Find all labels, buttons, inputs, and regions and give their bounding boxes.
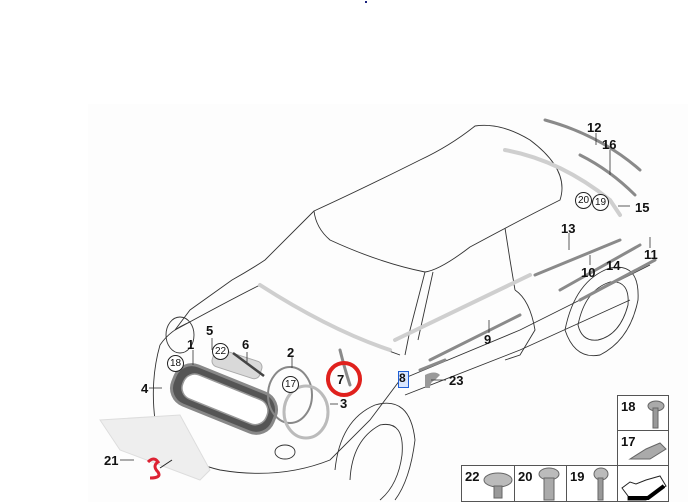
screw-icon	[593, 467, 609, 501]
highlight-box-8	[398, 371, 409, 388]
callout-23[interactable]: 23	[449, 373, 464, 388]
callout-21[interactable]: 21	[104, 453, 119, 468]
callout-12[interactable]: 12	[587, 120, 602, 135]
callout-8[interactable]: 8	[399, 371, 406, 385]
callout-2[interactable]: 2	[287, 345, 295, 360]
circled-ref-18[interactable]: 18	[167, 355, 184, 372]
hardware-box-19[interactable]: 19	[566, 465, 618, 502]
stray-pixel	[365, 1, 367, 3]
circled-ref-17[interactable]: 17	[282, 376, 299, 393]
circled-ref-20[interactable]: 20	[575, 192, 592, 209]
push-rivet-icon	[538, 467, 560, 501]
circled-ref-22[interactable]: 22	[212, 343, 229, 360]
hardware-box-22[interactable]: 22	[461, 465, 515, 502]
callout-5[interactable]: 5	[206, 323, 214, 338]
hardware-box-18[interactable]: 18	[617, 395, 669, 431]
expanding-rivet-icon	[483, 472, 513, 499]
callout-11[interactable]: 11	[644, 247, 658, 262]
screw-washer-icon	[647, 400, 665, 429]
callout-14[interactable]: 14	[606, 258, 621, 273]
hardware-box-17[interactable]: 17	[617, 430, 669, 466]
callout-10[interactable]: 10	[581, 265, 596, 280]
hardware-label-22: 22	[465, 469, 480, 484]
callout-15[interactable]: 15	[635, 200, 650, 215]
callout-9[interactable]: 9	[484, 332, 492, 347]
hardware-label-19: 19	[570, 469, 585, 484]
clip-icon	[628, 442, 667, 460]
callout-4[interactable]: 4	[141, 381, 149, 396]
hardware-label-17: 17	[621, 434, 636, 449]
hardware-label-18: 18	[621, 399, 636, 414]
hardware-box-20[interactable]: 20	[514, 465, 567, 502]
hardware-label-20: 20	[518, 469, 533, 484]
circled-ref-19[interactable]: 19	[592, 194, 609, 211]
callout-16[interactable]: 16	[602, 137, 617, 152]
callout-7[interactable]: 7	[337, 372, 345, 387]
callout-1[interactable]: 1	[187, 337, 195, 352]
callout-3[interactable]: 3	[340, 396, 348, 411]
callout-13[interactable]: 13	[561, 221, 576, 236]
direction-arrow-icon	[621, 475, 667, 501]
reference-arrow-box[interactable]	[617, 465, 669, 502]
highlight-ring-7	[326, 361, 362, 397]
callout-6[interactable]: 6	[242, 337, 250, 352]
